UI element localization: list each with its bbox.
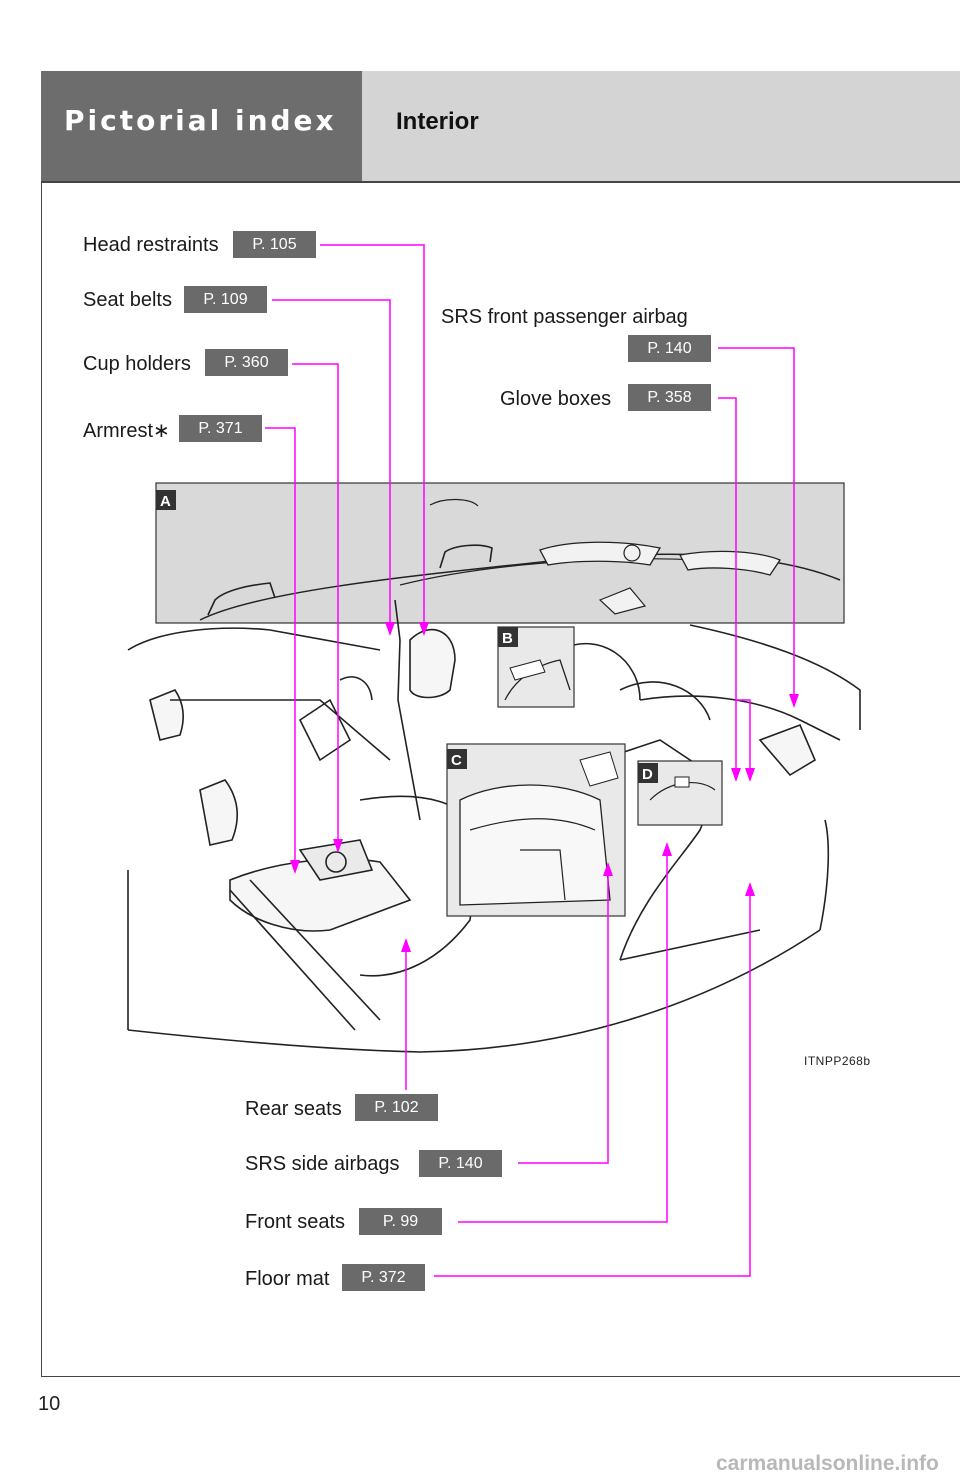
armrest-page-ref[interactable]: P. 371 [179,415,262,442]
inset-c-letter: C [451,752,462,769]
page-number: 10 [38,1393,61,1415]
inset-b-door-switches [497,626,575,708]
srs-front-passenger-airbag-page-ref[interactable]: P. 140 [628,335,711,362]
figure-code: ITNPP268b [804,1054,871,1068]
seat-belts-page-ref[interactable]: P. 109 [184,286,267,313]
cup-holders-page-ref[interactable]: P. 360 [205,349,288,376]
inset-d-glovebox [637,760,723,826]
seat-belts-label: Seat belts [83,289,172,311]
glove-boxes-page-ref[interactable]: P. 358 [628,384,711,411]
srs-front-passenger-airbag-label: SRS front passenger airbag [441,306,688,328]
inset-b-letter: B [502,630,513,647]
inset-a-dashboard [155,482,845,624]
inset-d-letter: D [642,766,653,783]
armrest-label: Armrest∗ [83,420,170,442]
subsection-title: Interior [396,108,479,135]
cabin-line-art [127,599,861,1053]
cup-holders-label: Cup holders [83,353,191,375]
watermark: carmanualsonline.info [716,1452,939,1475]
section-tab [41,71,362,182]
floor-mat-page-ref[interactable]: P. 372 [342,1264,425,1291]
glove-boxes-label: Glove boxes [500,388,612,410]
inset-c-console [446,743,626,917]
head-restraints-page-ref[interactable]: P. 105 [233,231,316,258]
floor-mat-label: Floor mat [245,1268,330,1290]
front-seats-label: Front seats [245,1211,346,1233]
rear-seats-label: Rear seats [245,1098,342,1120]
srs-side-airbags-page-ref[interactable]: P. 140 [419,1150,502,1177]
header-divider [41,181,960,183]
front-seats-page-ref[interactable]: P. 99 [359,1208,442,1235]
rear-seats-page-ref[interactable]: P. 102 [355,1094,438,1121]
leader-lines [265,244,795,1277]
leader-arrowheads [290,622,799,952]
srs-side-airbags-label: SRS side airbags [245,1153,400,1175]
subsection-band [362,71,960,182]
inset-a-letter: A [160,493,171,510]
head-restraints-label: Head restraints [83,234,219,256]
section-title: Pictorial index [64,104,337,137]
